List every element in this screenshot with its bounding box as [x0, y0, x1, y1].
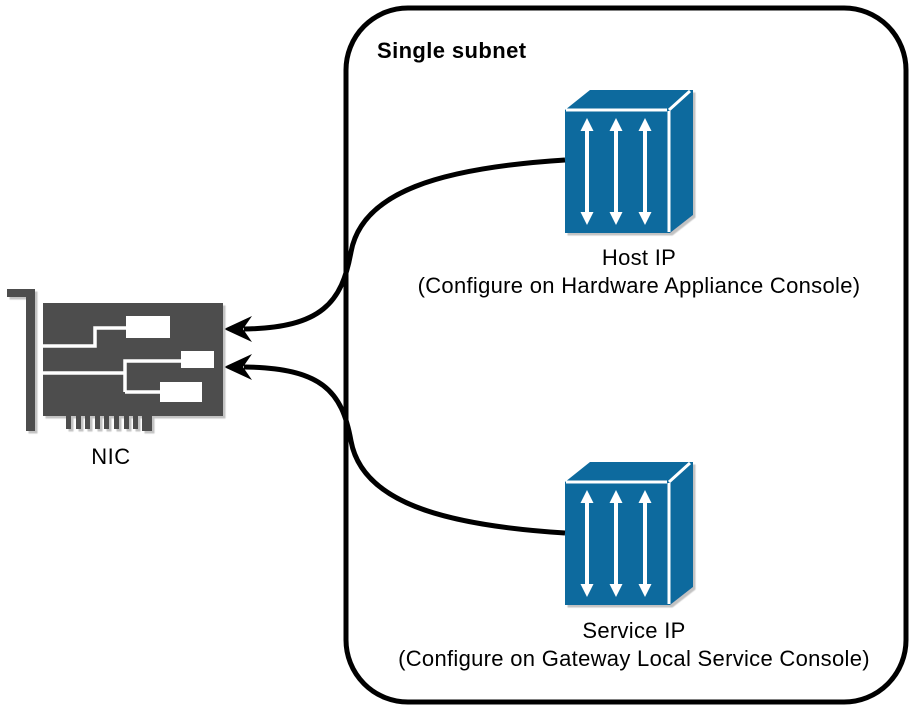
service-to-nic-arrowhead	[224, 354, 252, 380]
host-title: Host IP	[601, 245, 677, 270]
nic-icon	[7, 289, 223, 431]
nic-label: NIC	[91, 444, 131, 469]
service-switch-icon	[565, 462, 693, 605]
nic-chip-3	[160, 382, 202, 402]
host-to-nic-arrowhead	[224, 316, 252, 342]
service-to-nic-connector	[243, 364, 566, 536]
subnet-label: Single subnet	[377, 38, 527, 63]
service-caption: Service IP (Configure on Gateway Local S…	[349, 617, 914, 673]
nic-bracket	[7, 289, 35, 431]
host-to-nic-connector	[243, 157, 566, 332]
nic-traces	[43, 326, 181, 394]
nic-chip-1	[126, 316, 170, 338]
host-switch-icon	[565, 90, 693, 233]
host-subtitle: (Configure on Hardware Appliance Console…	[417, 273, 861, 298]
service-subtitle: (Configure on Gateway Local Service Cons…	[398, 646, 870, 671]
nic-pins	[66, 416, 152, 431]
host-caption: Host IP (Configure on Hardware Appliance…	[359, 244, 914, 300]
single-subnet-boundary	[343, 5, 909, 705]
service-title: Service IP	[582, 618, 686, 643]
nic-chip-2	[181, 351, 214, 368]
